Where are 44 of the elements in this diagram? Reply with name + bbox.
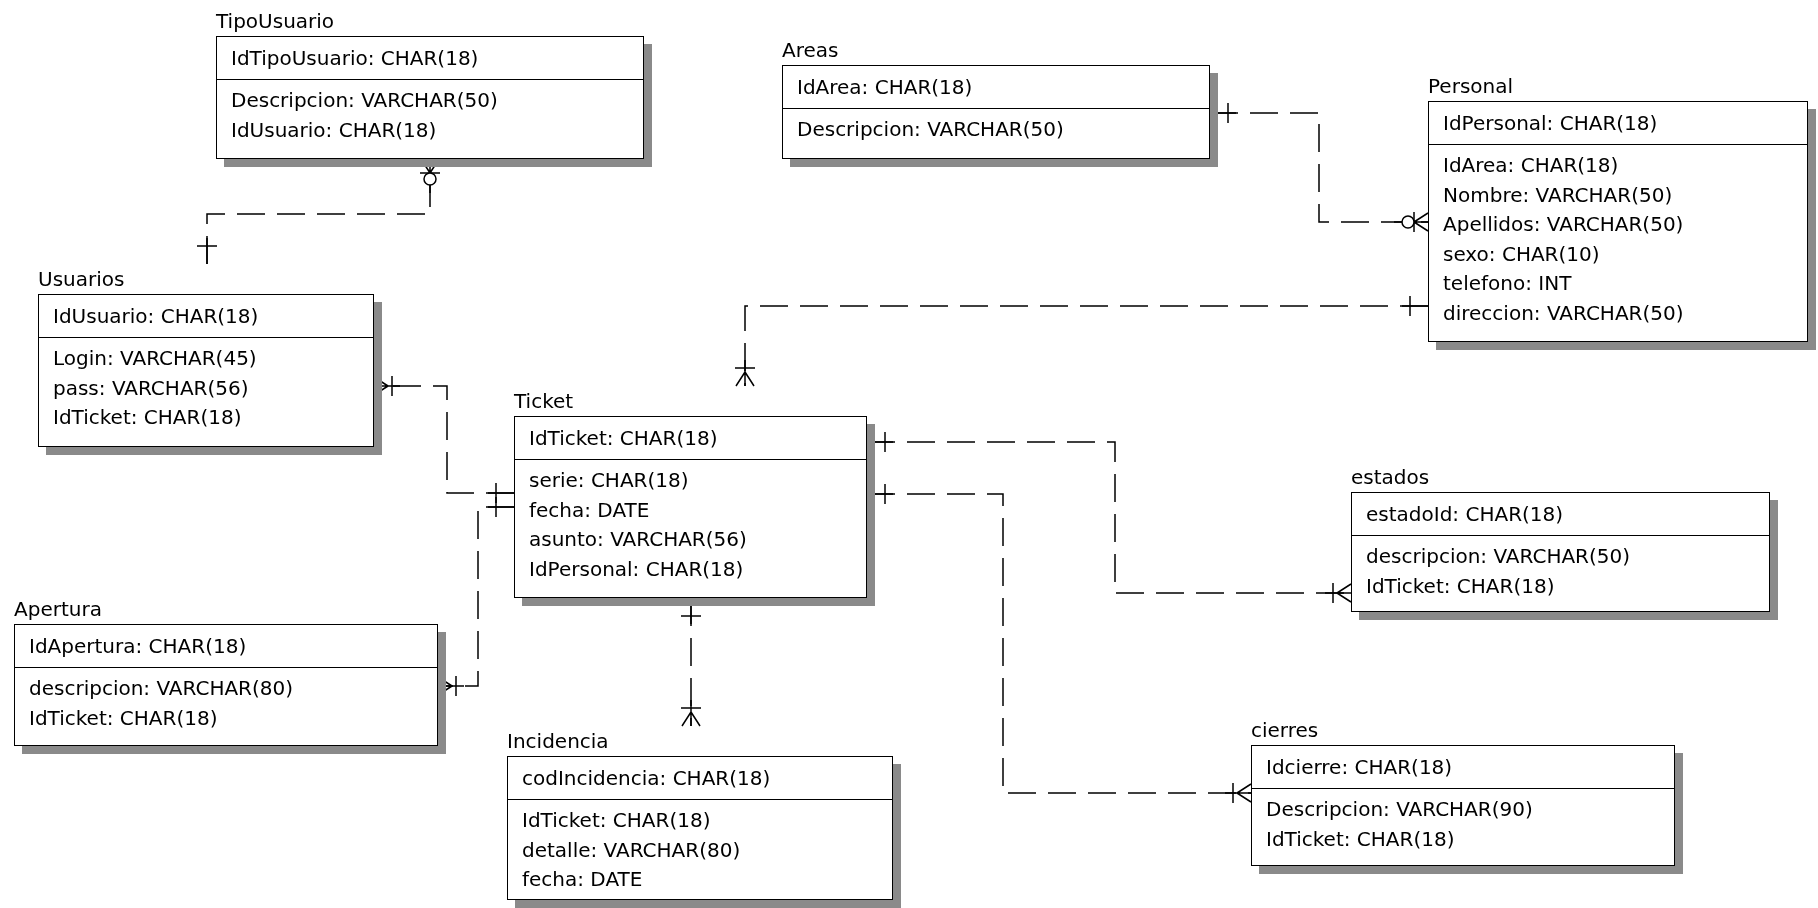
- attribute-field: IdTicket: CHAR(18): [39, 403, 373, 433]
- attribute-field: fecha: DATE: [508, 865, 892, 895]
- entity-name: estados: [1351, 464, 1430, 491]
- entity-name: TipoUsuario: [216, 8, 335, 35]
- entity-name: Apertura: [14, 596, 102, 623]
- attribute-field: IdArea: CHAR(18): [1429, 151, 1807, 181]
- attribute-field: sexo: CHAR(10): [1429, 239, 1807, 269]
- entity-name: Personal: [1428, 73, 1514, 100]
- entity-name: Areas: [782, 37, 839, 64]
- primary-key-field: IdTipoUsuario: CHAR(18): [217, 37, 643, 80]
- attribute-field: IdTicket: CHAR(18): [508, 806, 892, 836]
- primary-key-field: IdUsuario: CHAR(18): [39, 295, 373, 338]
- primary-key-field: IdPersonal: CHAR(18): [1429, 102, 1807, 145]
- attribute-field: Nombre: VARCHAR(50): [1429, 180, 1807, 210]
- entity-name: Ticket: [514, 388, 574, 415]
- attribute-field: IdPersonal: CHAR(18): [515, 554, 866, 584]
- attribute-field: IdUsuario: CHAR(18): [217, 115, 643, 145]
- attribute-field: descripcion: VARCHAR(50): [1352, 542, 1769, 572]
- primary-key-field: IdArea: CHAR(18): [783, 66, 1209, 109]
- attribute-field: pass: VARCHAR(56): [39, 373, 373, 403]
- entity-name: cierres: [1251, 717, 1319, 744]
- relationship-line: [734, 295, 1429, 387]
- attribute-field: telefono: INT: [1429, 269, 1807, 299]
- primary-key-field: estadoId: CHAR(18): [1352, 493, 1769, 536]
- attribute-field: serie: CHAR(18): [515, 466, 866, 496]
- attribute-field: Descripcion: VARCHAR(50): [217, 86, 643, 116]
- primary-key-field: IdApertura: CHAR(18): [15, 625, 437, 668]
- primary-key-field: Idcierre: CHAR(18): [1252, 746, 1674, 789]
- attribute-field: asunto: VARCHAR(56): [515, 525, 866, 555]
- attribute-field: direccion: VARCHAR(50): [1429, 298, 1807, 328]
- attribute-field: fecha: DATE: [515, 495, 866, 525]
- attribute-field: Descripcion: VARCHAR(90): [1252, 795, 1674, 825]
- attribute-field: IdTicket: CHAR(18): [1352, 571, 1769, 601]
- attribute-field: detalle: VARCHAR(80): [508, 835, 892, 865]
- entity-name: Incidencia: [507, 728, 609, 755]
- primary-key-field: codIncidencia: CHAR(18): [508, 757, 892, 800]
- entity-name: Usuarios: [38, 266, 125, 293]
- attribute-field: Apellidos: VARCHAR(50): [1429, 210, 1807, 240]
- attribute-field: Descripcion: VARCHAR(50): [783, 115, 1209, 145]
- attribute-field: Login: VARCHAR(45): [39, 344, 373, 374]
- attribute-field: IdTicket: CHAR(18): [1252, 824, 1674, 854]
- primary-key-field: IdTicket: CHAR(18): [515, 417, 866, 460]
- attribute-field: descripcion: VARCHAR(80): [15, 674, 437, 704]
- attribute-field: IdTicket: CHAR(18): [15, 703, 437, 733]
